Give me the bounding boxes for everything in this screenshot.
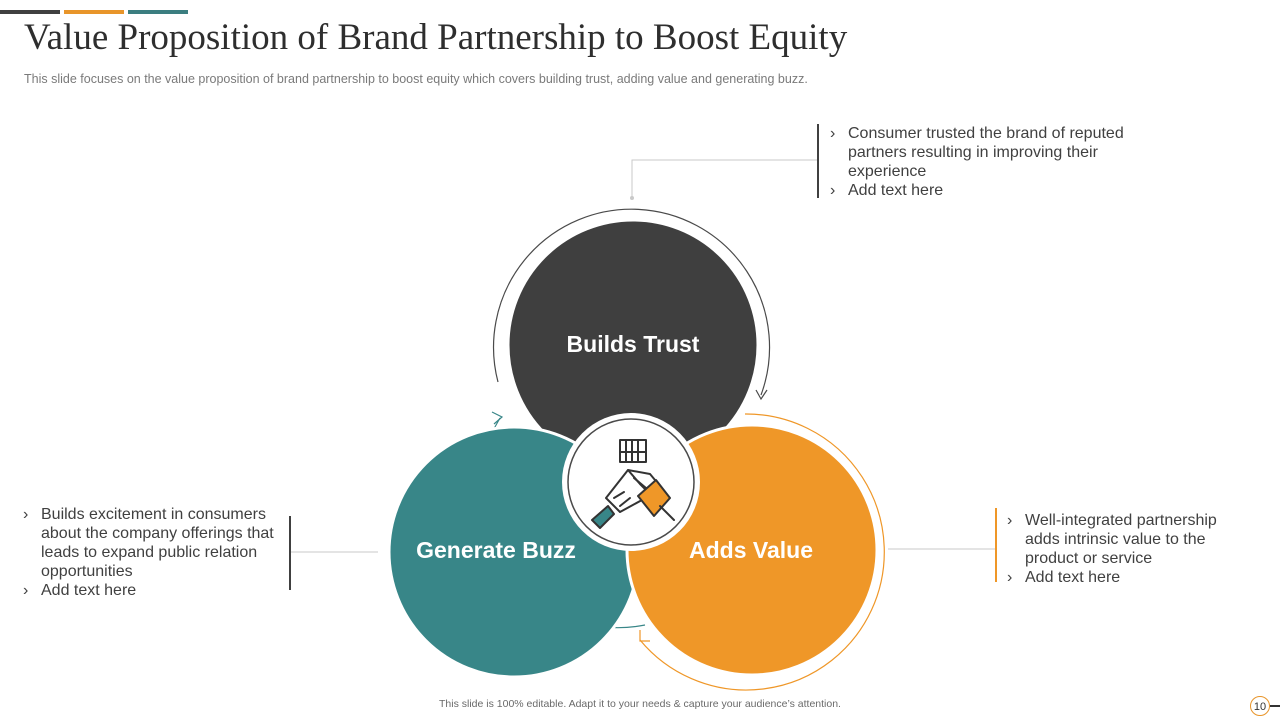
trust-arc-arrow	[755, 389, 768, 401]
trust-bullet-2: Add text here	[828, 181, 1138, 200]
page-subtitle: This slide focuses on the value proposit…	[24, 72, 808, 86]
trust-bullet-1: Consumer trusted the brand of reputed pa…	[828, 124, 1138, 181]
top-bar-teal	[128, 10, 188, 14]
value-bullet-2: Add text here	[1005, 568, 1230, 587]
top-bar-orange	[64, 10, 124, 14]
center-circle-ring	[567, 418, 695, 546]
buzz-label: Generate Buzz	[416, 537, 576, 563]
top-bar-dark	[0, 10, 60, 14]
value-arc-arrow	[639, 630, 650, 642]
page-number: 10	[1250, 696, 1270, 716]
buzz-bullet-2: Add text here	[21, 581, 283, 600]
buzz-text-block: Builds excitement in consumers about the…	[21, 505, 283, 600]
trust-outer-arc	[492, 208, 771, 396]
connector-trust-dot	[630, 196, 634, 200]
trust-label: Builds Trust	[567, 331, 700, 357]
trust-text-block: Consumer trusted the brand of reputed pa…	[828, 124, 1138, 200]
footer-note: This slide is 100% editable. Adapt it to…	[439, 698, 841, 710]
connector-trust	[631, 159, 818, 198]
buzz-bullet-1: Builds excitement in consumers about the…	[21, 505, 283, 581]
buzz-arc-arrow	[491, 411, 504, 425]
page-number-tick	[1270, 705, 1280, 707]
page-title: Value Proposition of Brand Partnership t…	[24, 17, 848, 58]
value-label: Adds Value	[689, 537, 813, 563]
handshake-hands-icon	[591, 439, 675, 529]
value-outer-arc	[639, 413, 885, 691]
value-text-block: Well-integrated partnership adds intrins…	[1005, 511, 1230, 587]
value-bullet-1: Well-integrated partnership adds intrins…	[1005, 511, 1230, 568]
